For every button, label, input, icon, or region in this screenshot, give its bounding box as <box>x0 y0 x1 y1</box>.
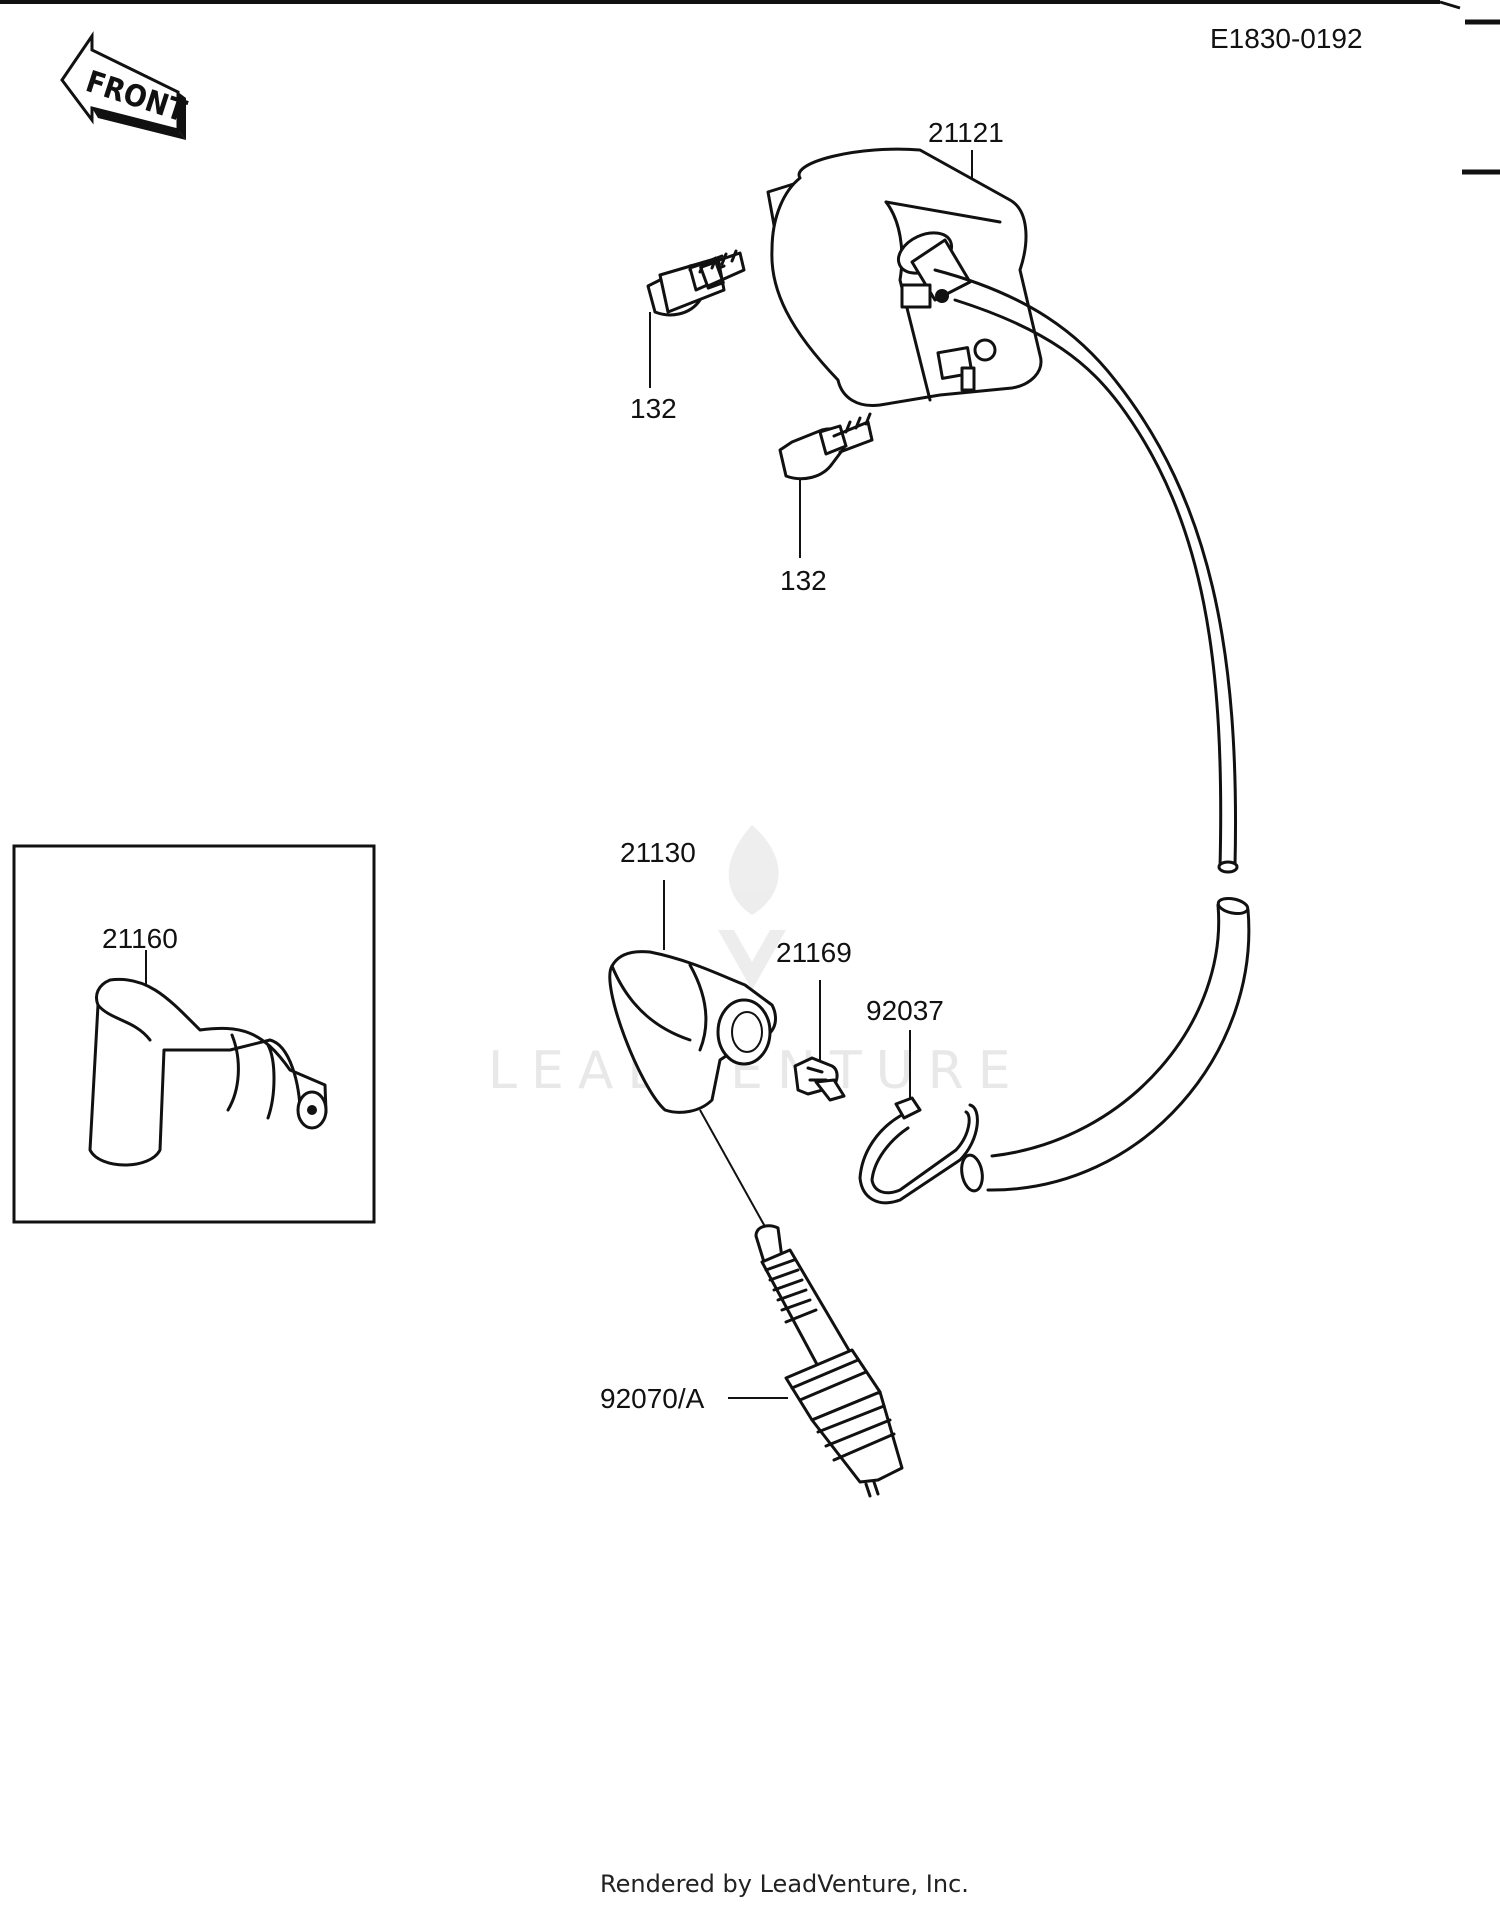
watermark: LEADVENTURE <box>488 825 1011 1101</box>
band-92037 <box>858 1096 979 1205</box>
footer-credit: Rendered by LeadVenture, Inc. <box>600 1870 969 1898</box>
label-92070A: 92070/A <box>600 1383 705 1414</box>
page-frame <box>0 0 1500 175</box>
label-21121: 21121 <box>928 117 1004 148</box>
cap-clip-21169 <box>793 1056 846 1102</box>
label-21160: 21160 <box>102 923 178 954</box>
ignition-coil-21121 <box>766 147 1251 1193</box>
label-132-upper: 132 <box>630 393 677 424</box>
plug-cap-21130 <box>608 950 777 1114</box>
label-21130: 21130 <box>620 837 696 868</box>
spark-plug-92070A <box>699 1109 904 1498</box>
label-132-lower: 132 <box>780 565 827 596</box>
bolt-lower-icon <box>778 412 874 481</box>
front-arrow-icon: FRONT <box>60 31 191 140</box>
diagram-code: E1830-0192 <box>1210 23 1363 54</box>
label-21169: 21169 <box>776 937 852 968</box>
inset-box <box>12 844 376 1224</box>
label-92037: 92037 <box>866 995 944 1026</box>
bolt-upper-icon <box>646 249 746 317</box>
